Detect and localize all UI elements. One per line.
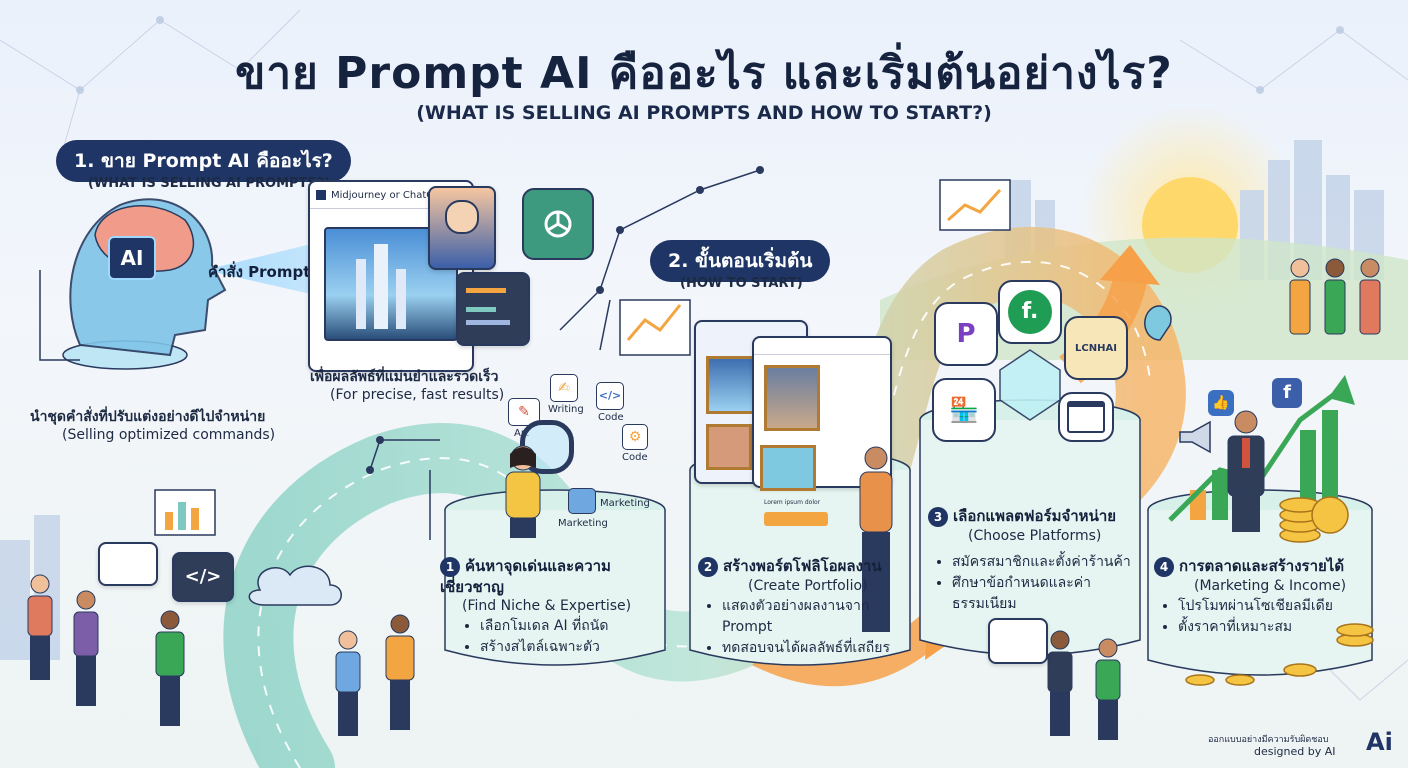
- person-road-2: [385, 614, 415, 730]
- step-1-badge: 1: [440, 557, 460, 577]
- step-3-bullets: สมัครสมาชิกและตั้งค่าร้านค้า ศึกษาข้อกำห…: [934, 552, 1138, 615]
- step-2-bullet-1: แสดงตัวอย่างผลงานจาก Prompt: [722, 596, 918, 638]
- portfolio-landscape: [760, 445, 816, 491]
- window-title-bar: Midjourney or ChatGPT: [310, 182, 472, 209]
- like-icon: 👍: [1208, 390, 1234, 416]
- step-1-bullet-1: เลือกโมเดล AI ที่ถนัด: [480, 616, 672, 637]
- step-4-bullets: โปรโมทผ่านโซเชียลมีเดีย ตั้งราคาที่เหมาะ…: [1160, 596, 1374, 638]
- person-platform-1: [1047, 630, 1073, 736]
- footer-ai-logo: Ai: [1366, 728, 1393, 756]
- portfolio-art-2: [706, 424, 752, 470]
- step-1-bullet-2: สร้างสไตล์เฉพาะตัว: [480, 637, 672, 658]
- portfolio-sample-text: Lorem ipsum dolor: [764, 499, 821, 506]
- megaphone-icon: [1178, 420, 1218, 454]
- code-window: [456, 272, 530, 346]
- step-2-title: 2 สร้างพอร์ตโฟลิโอผลงาน: [698, 556, 918, 577]
- step-1-title-text: ค้นหาจุดเด่นและความเชี่ยวชาญ: [440, 557, 611, 596]
- step-3: 3 เลือกแพลตฟอร์มจำหน่าย (Choose Platforms…: [928, 506, 1138, 615]
- facebook-label: f: [1283, 382, 1291, 403]
- step-4-bullet-2: ตั้งราคาที่เหมาะสม: [1178, 617, 1374, 638]
- niche-tag-marketing: Marketing: [600, 498, 650, 509]
- dashboard-window: [98, 542, 158, 586]
- step-4-title-text: การตลาดและสร้างรายได้: [1179, 557, 1345, 575]
- art-icon: ✎: [508, 398, 540, 426]
- code-icon: </>: [596, 382, 624, 410]
- step-3-title-text: เลือกแพลตฟอร์มจำหน่าย: [953, 507, 1117, 525]
- step-3-badge: 3: [928, 507, 948, 527]
- section2-heading: 2. ขั้นตอนเริ่มต้น: [650, 240, 831, 282]
- step-1-title-en: (Find Niche & Expertise): [462, 598, 632, 614]
- facebook-icon: f: [1272, 378, 1302, 408]
- person-left-2: [73, 590, 99, 706]
- step-1-bullets: เลือกโมเดล AI ที่ถนัด สร้างสไตล์เฉพาะตัว: [462, 616, 672, 658]
- page-subtitle: (WHAT IS SELLING AI PROMPTS AND HOW TO S…: [416, 102, 992, 124]
- writing-icon: ✍: [550, 374, 578, 402]
- step-4-title-en: (Marketing & Income): [1194, 578, 1347, 594]
- niche-tag-writing: Writing: [548, 404, 584, 415]
- result-text: เพื่อผลลัพธ์ที่แม่นยำและรวดเร็ว: [310, 369, 499, 385]
- step-2-bullet-2: ทดสอบจนได้ผลลัพธ์ที่เสถียร: [722, 638, 918, 659]
- result-text-en: (For precise, fast results): [330, 387, 505, 403]
- step-3-bullet-2: ศึกษาข้อกำหนดและค่าธรรมเนียม: [952, 573, 1138, 615]
- step-2-title-en: (Create Portfolio): [748, 578, 868, 594]
- platform-f-label: f.: [1008, 290, 1052, 334]
- step-2-bullets: แสดงตัวอย่างผลงานจาก Prompt ทดสอบจนได้ผล…: [704, 596, 918, 659]
- chatgpt-logo-icon: [522, 188, 594, 260]
- marketing-icon: [568, 488, 596, 514]
- ai-chip-icon: AI: [108, 236, 156, 280]
- portrait-image: [428, 186, 496, 270]
- person-left-3: [155, 610, 185, 726]
- platform-shop-sign-icon: LCNHAI: [1064, 316, 1128, 380]
- niche-tag-marketing-2: Marketing: [558, 518, 608, 529]
- man-with-megaphone: [1227, 410, 1265, 532]
- app-logo-icon: [316, 190, 326, 200]
- step-4-title: 4 การตลาดและสร้างรายได้: [1154, 556, 1374, 577]
- step-4-bullet-1: โปรโมทผ่านโซเชียลมีเดีย: [1178, 596, 1374, 617]
- browser-window-icon: [1058, 392, 1114, 442]
- man-pointing-portfolio: [859, 446, 893, 632]
- platform-browser-window: [988, 618, 1048, 664]
- step-2-title-text: สร้างพอร์ตโฟลิโอผลงาน: [723, 557, 882, 575]
- person-road-1: [335, 630, 361, 736]
- ai-chip-label: AI: [120, 246, 144, 270]
- page-title: ขาย Prompt AI คืออะไร และเริ่มต้นอย่างไร…: [235, 48, 1173, 99]
- step-3-title: 3 เลือกแพลตฟอร์มจำหน่าย: [928, 506, 1138, 527]
- section2-subheading: (HOW TO START): [680, 276, 803, 291]
- niche-tag-code-2: Code: [622, 452, 648, 463]
- portfolio-cta-button[interactable]: [764, 512, 828, 526]
- platform-p-icon: P: [934, 302, 998, 366]
- code-tag-icon: </>: [172, 552, 234, 602]
- platform-p-label: P: [956, 319, 976, 349]
- window-toolbar: [754, 338, 890, 355]
- step-2-badge: 2: [698, 557, 718, 577]
- footer-line2: designed by AI: [1254, 745, 1336, 758]
- woman-with-magnifier: [505, 445, 541, 538]
- section1-subheading: (WHAT IS SELLING AI PROMPTS?): [88, 176, 331, 191]
- section1-heading: 1. ขาย Prompt AI คืออะไร?: [56, 140, 351, 182]
- selling-text-en: (Selling optimized commands): [62, 427, 276, 443]
- step-2: 2 สร้างพอร์ตโฟลิโอผลงาน (Create Portfolio…: [698, 556, 918, 659]
- person-platform-2: [1095, 638, 1121, 740]
- footer-line1: ออกแบบอย่างมีความรับผิดชอบ: [1208, 735, 1329, 745]
- portfolio-portrait: [764, 365, 820, 431]
- niche-tag-code: Code: [598, 412, 624, 423]
- step-3-bullet-1: สมัครสมาชิกและตั้งค่าร้านค้า: [952, 552, 1138, 573]
- step-3-title-en: (Choose Platforms): [968, 528, 1102, 544]
- platform-f-icon: f.: [998, 280, 1062, 344]
- platform-shop-label: LCNHAI: [1075, 342, 1117, 354]
- prompt-label: คำสั่ง Prompt: [208, 263, 311, 281]
- gear-icon: ⚙: [622, 424, 648, 450]
- selling-text: นำชุดคำสั่งที่ปรับแต่งอย่างดีไปจำหน่าย: [30, 409, 266, 425]
- window-title: Midjourney or ChatGPT: [331, 189, 447, 201]
- step-4-badge: 4: [1154, 557, 1174, 577]
- person-left-1: [27, 574, 53, 680]
- team-group-right: [1289, 258, 1381, 335]
- step-4: 4 การตลาดและสร้างรายได้ (Marketing & Inco…: [1154, 556, 1374, 638]
- storefront-icon: 🏪: [932, 378, 996, 442]
